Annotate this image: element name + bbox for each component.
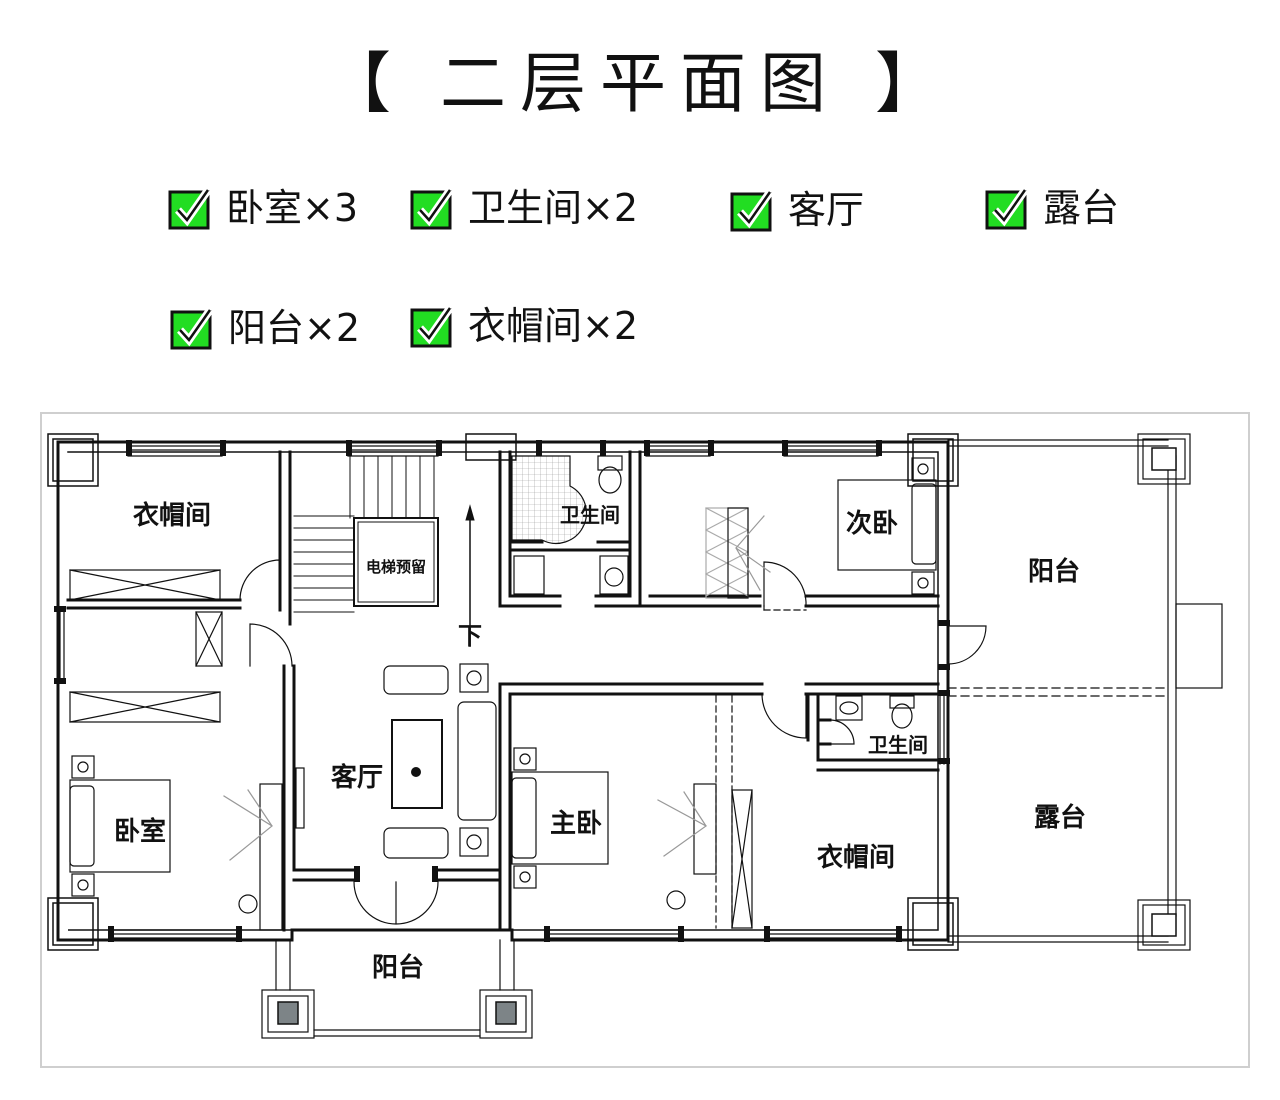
terrace — [947, 433, 1223, 951]
feature-terrace: 露台 — [985, 186, 1119, 230]
bath-fixtures — [511, 455, 915, 729]
room-label-balcony-right: 阳台 — [1028, 556, 1080, 587]
living-furniture — [295, 663, 497, 859]
doors — [239, 559, 987, 925]
check-icon — [168, 187, 212, 230]
feature-bedroom: 卧室×3 — [168, 186, 358, 230]
column-caps — [277, 447, 1177, 1025]
room-label-bedroom: 卧室 — [114, 816, 166, 847]
desks — [223, 507, 771, 931]
windows — [59, 445, 945, 939]
window-posts — [54, 440, 950, 942]
bottom-balcony — [261, 939, 533, 1039]
page-title: 【 二层平面图 】 — [325, 45, 955, 122]
feature-label: 衣帽间×2 — [468, 304, 639, 348]
room-label-bath-top: 卫生间 — [560, 503, 620, 527]
feature-balcony: 阳台×2 — [170, 306, 360, 350]
feature-bathroom: 卫生间×2 — [410, 186, 638, 230]
feature-label: 露台 — [1043, 186, 1120, 230]
feature-label: 卫生间×2 — [468, 186, 639, 230]
room-label-second-bed: 次卧 — [846, 509, 898, 539]
plan-frame — [40, 412, 1250, 1068]
feature-label: 阳台×2 — [228, 306, 361, 350]
check-icon — [410, 187, 454, 230]
check-icon — [410, 305, 454, 348]
room-label-terrace: 露台 — [1034, 802, 1086, 833]
feature-living: 客厅 — [730, 188, 864, 232]
check-icon — [170, 307, 214, 350]
room-label-balcony-bottom: 阳台 — [372, 952, 424, 983]
room-label-closet-left: 衣帽间 — [133, 500, 211, 531]
corner-columns — [47, 433, 959, 951]
check-icon — [730, 189, 774, 232]
room-label-bath-right: 卫生间 — [868, 733, 928, 757]
room-label-closet-right: 衣帽间 — [817, 842, 895, 873]
feature-label: 客厅 — [788, 188, 865, 232]
stairs — [293, 455, 475, 647]
room-label-living: 客厅 — [331, 762, 383, 793]
room-label-elevator: 电梯预留 — [366, 558, 426, 576]
check-icon — [985, 187, 1029, 230]
beds — [69, 457, 937, 897]
room-label-down: 下 — [458, 622, 482, 650]
interior-walls — [66, 450, 940, 932]
room-label-master-bed: 主卧 — [550, 809, 602, 839]
feature-label: 卧室×3 — [226, 186, 359, 230]
feature-closet: 衣帽间×2 — [410, 304, 638, 348]
